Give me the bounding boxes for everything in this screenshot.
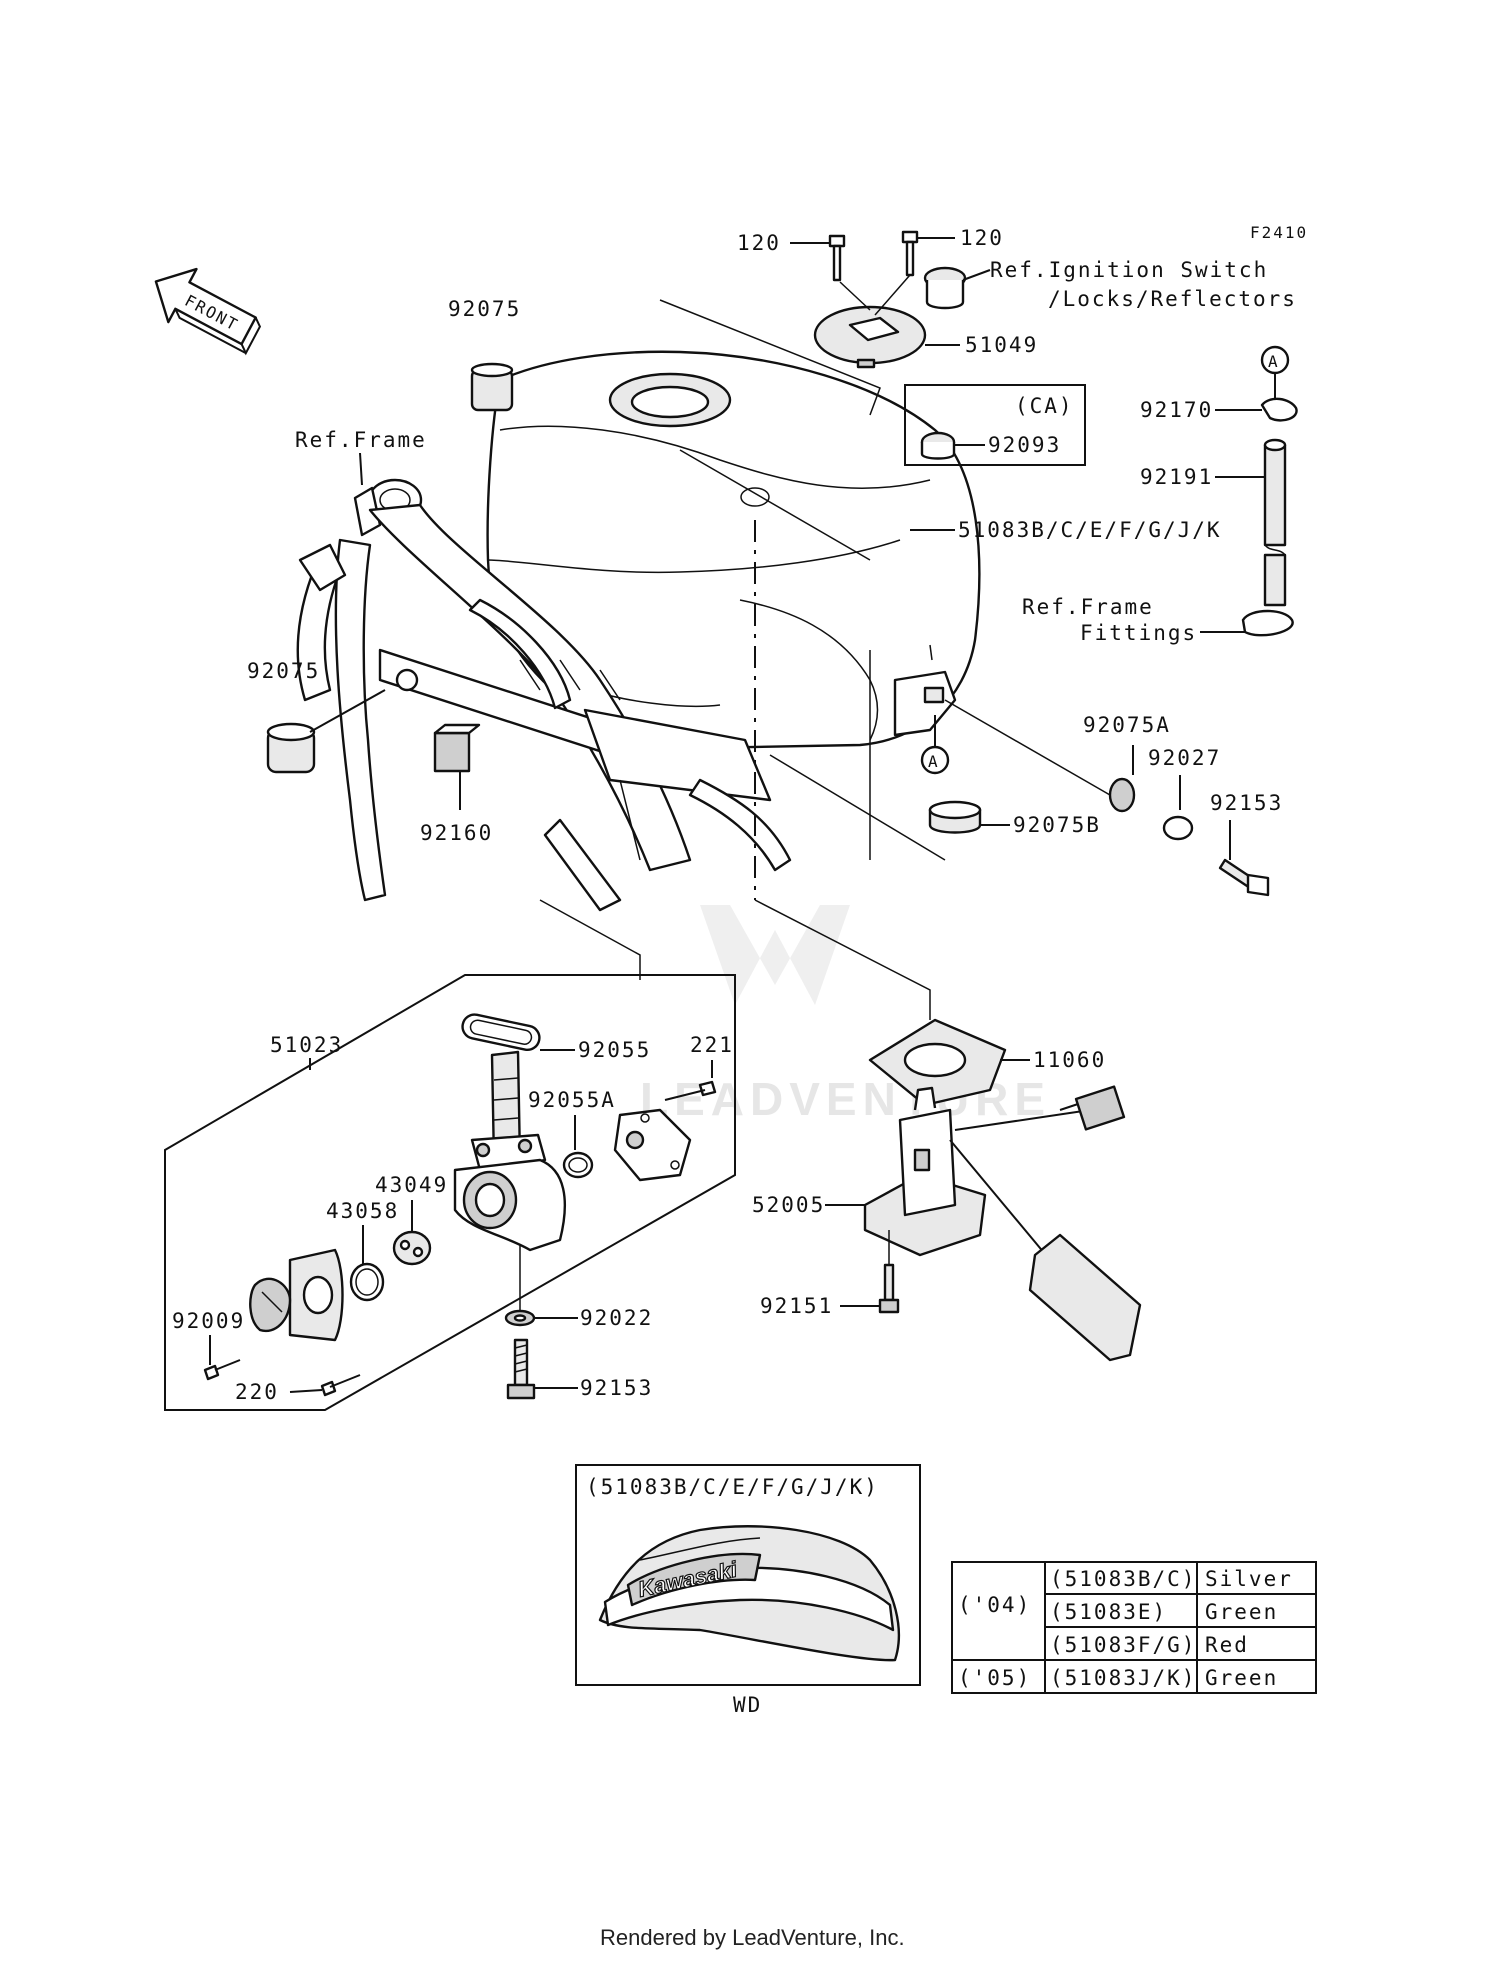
screw-221	[664, 1060, 717, 1101]
label-92075B: 92075B	[1013, 813, 1101, 837]
petcock-box-51023	[164, 974, 736, 1411]
footer-credit: Rendered by LeadVenture, Inc.	[600, 1925, 905, 1950]
inset-title: (51083B/C/E/F/G/J/K)	[586, 1475, 879, 1499]
marker-a-mid: A	[920, 715, 950, 775]
table-year-04: ('04)	[958, 1593, 1031, 1617]
label-92151: 92151	[760, 1294, 833, 1318]
table-color-row-3: Red	[1205, 1633, 1249, 1657]
label-ref-frame-fittings-2: Fittings	[1080, 621, 1197, 645]
label-ref-frame: Ref.Frame	[295, 428, 427, 452]
ca-box	[904, 384, 1086, 466]
frame-fittings-clip	[1200, 609, 1294, 637]
label-51083: 51083B/C/E/F/G/J/K	[958, 518, 1222, 542]
label-ref-frame-fittings-1: Ref.Frame	[1022, 595, 1154, 619]
bolt-120-right	[901, 230, 955, 277]
leader-mount	[769, 754, 946, 861]
label-92075-top: 92075	[448, 297, 521, 321]
clip-92170	[1215, 397, 1298, 422]
table-part-row-2: (51083E)	[1050, 1600, 1167, 1624]
front-arrow-icon: FRONT	[154, 267, 262, 356]
label-221: 221	[690, 1033, 734, 1057]
frame	[296, 478, 792, 912]
rubber-92075-left	[266, 689, 386, 774]
label-92055: 92055	[578, 1038, 651, 1062]
fuel-cap-51049	[813, 274, 960, 369]
label-11060: 11060	[1033, 1048, 1106, 1072]
label-120-left: 120	[737, 231, 781, 255]
label-92075-left: 92075	[247, 659, 320, 683]
label-92055A: 92055A	[528, 1088, 616, 1112]
label-92153-bottom: 92153	[580, 1376, 653, 1400]
diaphragm-43049	[392, 1200, 432, 1266]
gasket-11060	[868, 1018, 1030, 1107]
label-92022: 92022	[580, 1306, 653, 1330]
label-92027: 92027	[1148, 746, 1221, 770]
gasket-92055	[461, 1013, 575, 1052]
label-120-right: 120	[960, 226, 1004, 250]
label-92153-right: 92153	[1210, 791, 1283, 815]
washer-92022	[504, 1245, 578, 1327]
ignition-lock-cylinder	[923, 266, 991, 310]
mount-92075A-92027-92153	[944, 699, 1270, 897]
oring-92055A	[562, 1115, 594, 1179]
table-color-row-1: Silver	[1205, 1567, 1293, 1591]
table-color-row-2: Green	[1205, 1600, 1278, 1624]
petcock-body	[453, 1050, 567, 1252]
diaphragm-cover	[613, 1108, 692, 1182]
marker-a-top: A	[1260, 345, 1290, 400]
fuel-level-sensor-52005	[825, 1085, 1142, 1362]
label-92191: 92191	[1140, 465, 1213, 489]
label-43049: 43049	[375, 1173, 448, 1197]
bolt-92153-bottom	[506, 1338, 578, 1400]
label-51023: 51023	[270, 1033, 343, 1057]
screw-92151	[840, 1230, 900, 1314]
inset-box: (51083B/C/E/F/G/J/K) Kawasaki	[575, 1464, 921, 1686]
oring-43058	[349, 1225, 385, 1302]
tube-92191	[1215, 438, 1287, 607]
table-year-05: ('05)	[958, 1666, 1031, 1690]
petcock-plate	[288, 1248, 344, 1342]
label-ref-ignition-1: Ref.Ignition Switch	[990, 258, 1268, 282]
rubber-92075-top	[470, 362, 514, 412]
figure-code: F2410	[1250, 223, 1308, 242]
color-table: ('04) ('05) (51083B/C) (51083E) (51083F/…	[951, 1561, 1317, 1694]
table-part-row-1: (51083B/C)	[1050, 1567, 1196, 1591]
table-part-row-4: (51083J/K)	[1050, 1666, 1196, 1690]
label-43058: 43058	[326, 1199, 399, 1223]
marker-a-mid-text: A	[928, 752, 940, 771]
label-92075A: 92075A	[1083, 713, 1171, 737]
block-92160	[433, 723, 481, 810]
leader-petcock	[539, 779, 641, 980]
leader-pump	[754, 899, 931, 1020]
label-ref-ignition-2: /Locks/Reflectors	[1048, 287, 1297, 311]
petcock-knob	[249, 1277, 292, 1333]
label-ca: (CA)	[1015, 394, 1074, 418]
label-92009: 92009	[172, 1309, 245, 1333]
label-92160: 92160	[420, 821, 493, 845]
label-52005: 52005	[752, 1193, 825, 1217]
label-220: 220	[235, 1380, 279, 1404]
screw-220	[289, 1374, 361, 1397]
leader-tank-right	[679, 449, 871, 860]
label-92093: 92093	[988, 433, 1061, 457]
bolt-120-left	[790, 234, 846, 282]
label-92170: 92170	[1140, 398, 1213, 422]
screw-92009	[203, 1335, 241, 1381]
rubber-92075B	[928, 800, 1010, 834]
label-51049: 51049	[965, 333, 1038, 357]
leader-ref-frame	[359, 452, 363, 486]
leader-cap-to-tank	[659, 299, 881, 416]
inset-caption: WD	[733, 1693, 762, 1717]
table-part-row-3: (51083F/G)	[1050, 1633, 1196, 1657]
marker-a-top-text: A	[1268, 352, 1280, 371]
table-color-row-4: Green	[1205, 1666, 1278, 1690]
